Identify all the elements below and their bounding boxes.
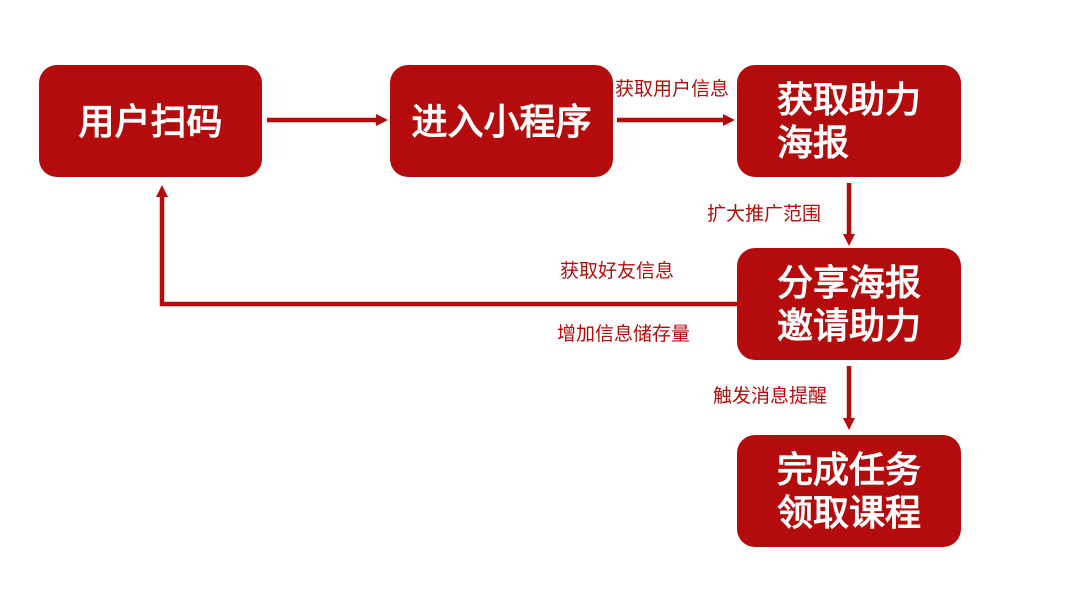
node-text: 分享海报 邀请助力 bbox=[777, 261, 921, 347]
arrow-share-to-complete bbox=[843, 366, 855, 430]
arrow-share-to-scan bbox=[156, 185, 737, 307]
edge-label-share-to-scan-above: 获取好友信息 bbox=[560, 261, 675, 282]
arrow-head bbox=[723, 114, 735, 126]
node-text: 完成任务 领取课程 bbox=[777, 448, 921, 534]
node-line: 进入小程序 bbox=[411, 100, 592, 142]
node-text: 用户扫码 bbox=[78, 100, 222, 143]
arrow-poster-to-share bbox=[843, 183, 855, 246]
node-line: 用户扫码 bbox=[78, 100, 223, 142]
node-get-poster: 获取助力 海报 bbox=[737, 65, 961, 177]
edge-label-enter-to-poster: 获取用户信息 bbox=[615, 79, 730, 100]
node-line: 获取助力 bbox=[776, 79, 921, 120]
node-complete-task: 完成任务 领取课程 bbox=[737, 435, 961, 547]
node-line: 邀请助力 bbox=[776, 305, 921, 346]
arrow-head bbox=[843, 234, 855, 246]
arrow-enter-to-poster bbox=[617, 114, 735, 126]
edge-label-share-to-scan-below: 增加信息储存量 bbox=[557, 324, 691, 345]
node-line: 海报 bbox=[776, 122, 849, 163]
arrow-head bbox=[156, 185, 168, 197]
arrow-scan-to-enter bbox=[267, 114, 388, 126]
node-text: 进入小程序 bbox=[411, 100, 591, 143]
node-text: 获取助力 海报 bbox=[777, 78, 921, 164]
arrow-head bbox=[843, 418, 855, 430]
node-user-scan: 用户扫码 bbox=[39, 65, 262, 177]
edge-label-share-to-complete: 触发消息提醒 bbox=[713, 386, 828, 407]
node-share-poster: 分享海报 邀请助力 bbox=[737, 248, 961, 360]
node-enter-miniprogram: 进入小程序 bbox=[390, 65, 613, 177]
arrow-head bbox=[376, 114, 388, 126]
node-line: 领取课程 bbox=[776, 492, 921, 533]
node-line: 分享海报 bbox=[776, 262, 921, 303]
arrow-shaft bbox=[159, 195, 737, 307]
node-line: 完成任务 bbox=[776, 449, 921, 490]
edge-label-poster-to-share: 扩大推广范围 bbox=[707, 204, 822, 225]
